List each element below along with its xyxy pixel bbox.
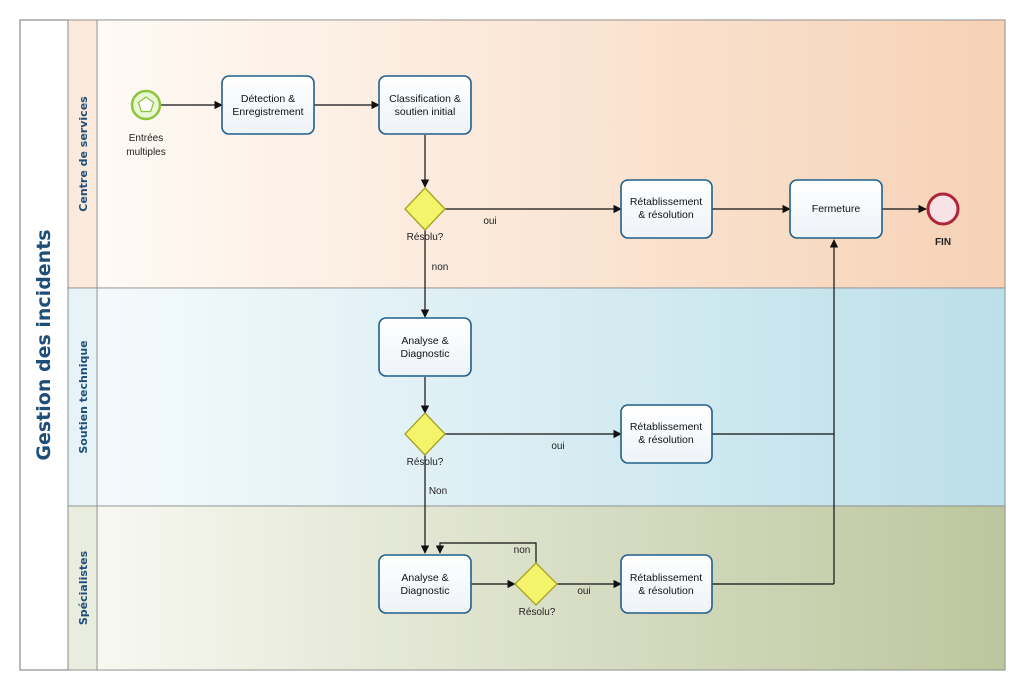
gateway-resolu-1[interactable] [404, 187, 446, 231]
task-label-line1: Analyse & [401, 335, 448, 347]
task-retablissement-resolution-3[interactable]: Rétablissement & résolution [620, 554, 713, 614]
flow-gateway3-no [435, 542, 537, 565]
flow-label-g3-yes: oui [577, 586, 590, 597]
task-label-line1: Rétablissement [630, 572, 702, 584]
task-label-line2: soutien initial [395, 106, 456, 118]
flow-label-g3-no: non [514, 545, 531, 556]
flow-label-g1-no: non [432, 262, 449, 273]
task-analyse-diagnostic-1[interactable]: Analyse & Diagnostic [378, 317, 472, 377]
task-classification-soutien-initial[interactable]: Classification & soutien initial [378, 75, 472, 135]
start-event-label-line2: multiples [126, 147, 165, 158]
lane-title-centre-de-services: Centre de services [77, 96, 90, 212]
end-event-label: FIN [935, 237, 951, 248]
gateway-resolu-3[interactable] [514, 562, 558, 606]
flow-label-g2-yes: oui [551, 441, 564, 452]
lane-title-soutien-technique: Soutien technique [77, 340, 90, 453]
task-label-line2: Diagnostic [400, 585, 449, 597]
task-fermeture[interactable]: Fermeture [789, 179, 883, 239]
task-label-line2: & résolution [638, 209, 694, 221]
task-label-line2: & résolution [638, 434, 694, 446]
start-event-label-line1: Entrées [129, 133, 163, 144]
task-label: Fermeture [812, 203, 861, 215]
task-label-line1: Détection & [241, 93, 295, 105]
task-detection-enregistrement[interactable]: Détection & Enregistrement [221, 75, 315, 135]
pool-title: Gestion des incidents [33, 229, 55, 460]
task-label-line2: Enregistrement [232, 106, 303, 118]
lane-centre-de-services [96, 19, 1006, 289]
gateway-label-2: Résolu? [407, 457, 444, 468]
task-analyse-diagnostic-2[interactable]: Analyse & Diagnostic [378, 554, 472, 614]
flow-label-g1-yes: oui [483, 216, 496, 227]
task-retablissement-resolution-2[interactable]: Rétablissement & résolution [620, 404, 713, 464]
task-label-line1: Classification & [389, 93, 461, 105]
task-label-line1: Rétablissement [630, 196, 702, 208]
gateway-resolu-2[interactable] [404, 412, 446, 456]
task-label-line1: Analyse & [401, 572, 448, 584]
lane-title-specialistes: Spécialistes [77, 550, 90, 625]
gateway-label-1: Résolu? [407, 232, 444, 243]
gateway-label-3: Résolu? [519, 607, 556, 618]
task-retablissement-resolution-1[interactable]: Rétablissement & résolution [620, 179, 713, 239]
lane-soutien-technique [96, 287, 1006, 507]
flow-label-g2-no: Non [429, 486, 447, 497]
task-label-line2: Diagnostic [400, 348, 449, 360]
end-event[interactable] [926, 192, 960, 226]
task-label-line1: Rétablissement [630, 421, 702, 433]
start-event[interactable] [130, 89, 162, 121]
pentagon-icon [137, 96, 155, 113]
task-label-line2: & résolution [638, 585, 694, 597]
